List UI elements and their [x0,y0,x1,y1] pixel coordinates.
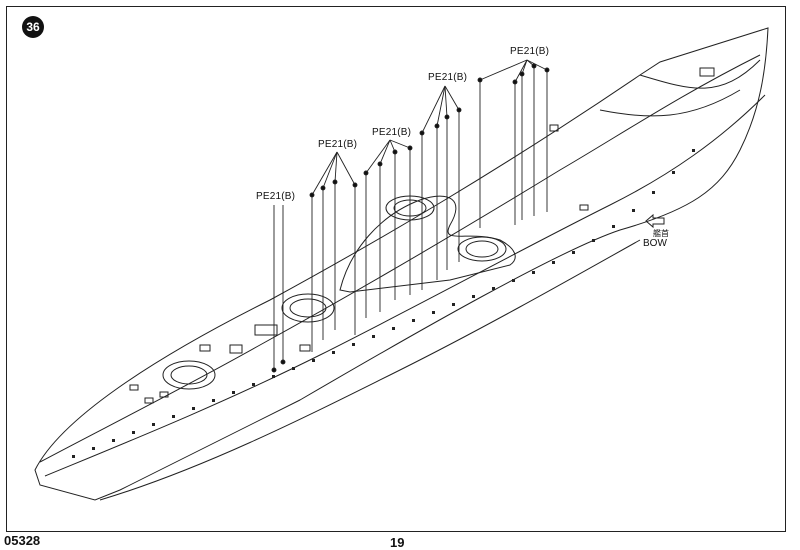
bow-label-chinese: 艦首 [653,229,669,238]
bow-label-english: BOW [643,238,667,249]
pe21-group-4 [419,85,462,290]
hull-outline [34,27,769,501]
turret-ring-mid [281,293,335,323]
page-number: 19 [390,535,405,550]
part-label-pe21b-1: PE21(B) [256,191,296,202]
part-label-pe21b-2: PE21(B) [318,139,358,150]
part-label-pe21b-3: PE21(B) [372,127,412,138]
hull-side-line [44,94,766,477]
turret-ring-aft-2 [457,236,507,262]
product-code: 05328 [4,533,41,548]
bow-arrow-icon [645,213,665,229]
turret-ring-forward [162,360,216,390]
porthole-row [72,149,695,458]
part-label-pe21b-4: PE21(B) [428,72,468,83]
pe21-group-2 [309,151,358,352]
page-frame [6,6,786,532]
pe21-group-3 [363,139,413,318]
deck-edge-line [39,54,761,463]
step-number-badge: 36 [22,16,44,38]
pe21-group-5 [477,59,550,228]
belt-line [99,239,641,501]
deck-fittings [129,67,715,404]
superstructure-outline [339,195,516,293]
pe21-group-1 [271,205,286,373]
part-label-pe21b-5: PE21(B) [510,46,550,57]
